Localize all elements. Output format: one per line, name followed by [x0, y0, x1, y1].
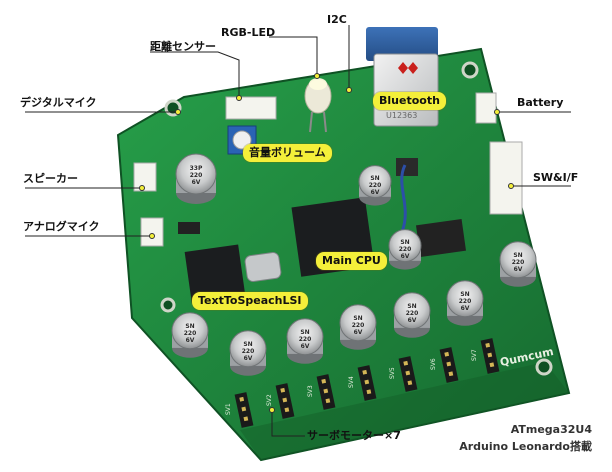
servo-port-label: SV2 — [266, 394, 273, 406]
capacitor-marking: 33P — [190, 165, 203, 172]
servo-port-label: SV3 — [307, 385, 314, 397]
footer-cpu-model: ATmega32U4 — [510, 423, 592, 436]
capacitor-marking: 6V — [401, 253, 410, 260]
capacitor-marking: 220 — [190, 172, 203, 179]
servo-header-2: SV2 — [266, 383, 295, 419]
label-distance-sensor: 距離センサー — [150, 40, 216, 53]
tag-bluetooth: Bluetooth — [373, 92, 446, 110]
capacitor-marking: 6V — [301, 343, 310, 350]
capacitor-marking: SN — [407, 303, 416, 310]
capacitor-marking: 220 — [459, 298, 472, 305]
label-i2c: I2C — [327, 13, 347, 26]
capacitor-marking: 220 — [512, 259, 525, 266]
label-servo-motor: サーボモーター×7 — [307, 429, 401, 442]
servo-port-label: SV7 — [471, 349, 478, 361]
footer-arduino: Arduino Leonardo搭載 — [459, 440, 592, 453]
capacitor-marking: 220 — [369, 182, 382, 189]
capacitor-marking: 220 — [399, 246, 412, 253]
label-speaker: スピーカー — [23, 172, 78, 185]
capacitor-marking: SN — [243, 341, 252, 348]
capacitor-marking: 6V — [192, 179, 201, 186]
tag-main-cpu: Main CPU — [316, 252, 387, 270]
label-battery: Battery — [517, 96, 564, 109]
capacitor-marking: 6V — [186, 337, 195, 344]
servo-header-1: SV1 — [225, 392, 254, 428]
capacitor-marking: 6V — [461, 305, 470, 312]
bt-module-code: U12363 — [386, 111, 417, 120]
capacitor-marking: 6V — [514, 266, 523, 273]
tag-tts-lsi: TextToSpeachLSI — [192, 292, 308, 310]
servo-header-group: SV1 SV2 SV3 SV4 SV5 SV6 SV7 — [225, 338, 500, 428]
capacitor-marking: 220 — [406, 310, 419, 317]
capacitor-marking: 6V — [408, 317, 417, 324]
tts-lsi-chip — [184, 244, 246, 304]
capacitor-marking: SN — [370, 175, 379, 182]
label-sw-if: SW&I/F — [533, 171, 579, 184]
servo-header-7: SV7 — [471, 338, 500, 374]
servo-header-6: SV6 — [430, 347, 459, 383]
servo-port-label: SV6 — [430, 358, 437, 370]
capacitor-marking: 220 — [299, 336, 312, 343]
servo-header-4: SV4 — [348, 365, 377, 401]
servo-port-label: SV4 — [348, 376, 355, 388]
label-rgb-led: RGB-LED — [221, 26, 276, 39]
servo-port-label: SV5 — [389, 367, 396, 379]
capacitor-marking: 6V — [354, 329, 363, 336]
capacitor-marking: SN — [300, 329, 309, 336]
bluetooth-antenna — [366, 27, 438, 61]
capacitor-marking: 6V — [244, 355, 253, 362]
capacitor-marking: 220 — [184, 330, 197, 337]
capacitor-marking: SN — [185, 323, 194, 330]
capacitor-marking: SN — [353, 315, 362, 322]
servo-header-3: SV3 — [307, 374, 336, 410]
capacitor-marking: SN — [513, 252, 522, 259]
capacitor-marking: SN — [460, 291, 469, 298]
capacitor-marking: 6V — [371, 189, 380, 196]
label-digital-mic: デジタルマイク — [20, 96, 97, 109]
capacitor-marking: 220 — [352, 322, 365, 329]
capacitor-marking: SN — [400, 239, 409, 246]
servo-port-label: SV1 — [225, 403, 232, 415]
label-analog-mic: アナログマイク — [23, 220, 100, 233]
servo-header-5: SV5 — [389, 356, 418, 392]
leader-lines — [25, 25, 571, 437]
capacitor-marking: 220 — [242, 348, 255, 355]
tag-volume: 音量ボリューム — [243, 144, 332, 162]
